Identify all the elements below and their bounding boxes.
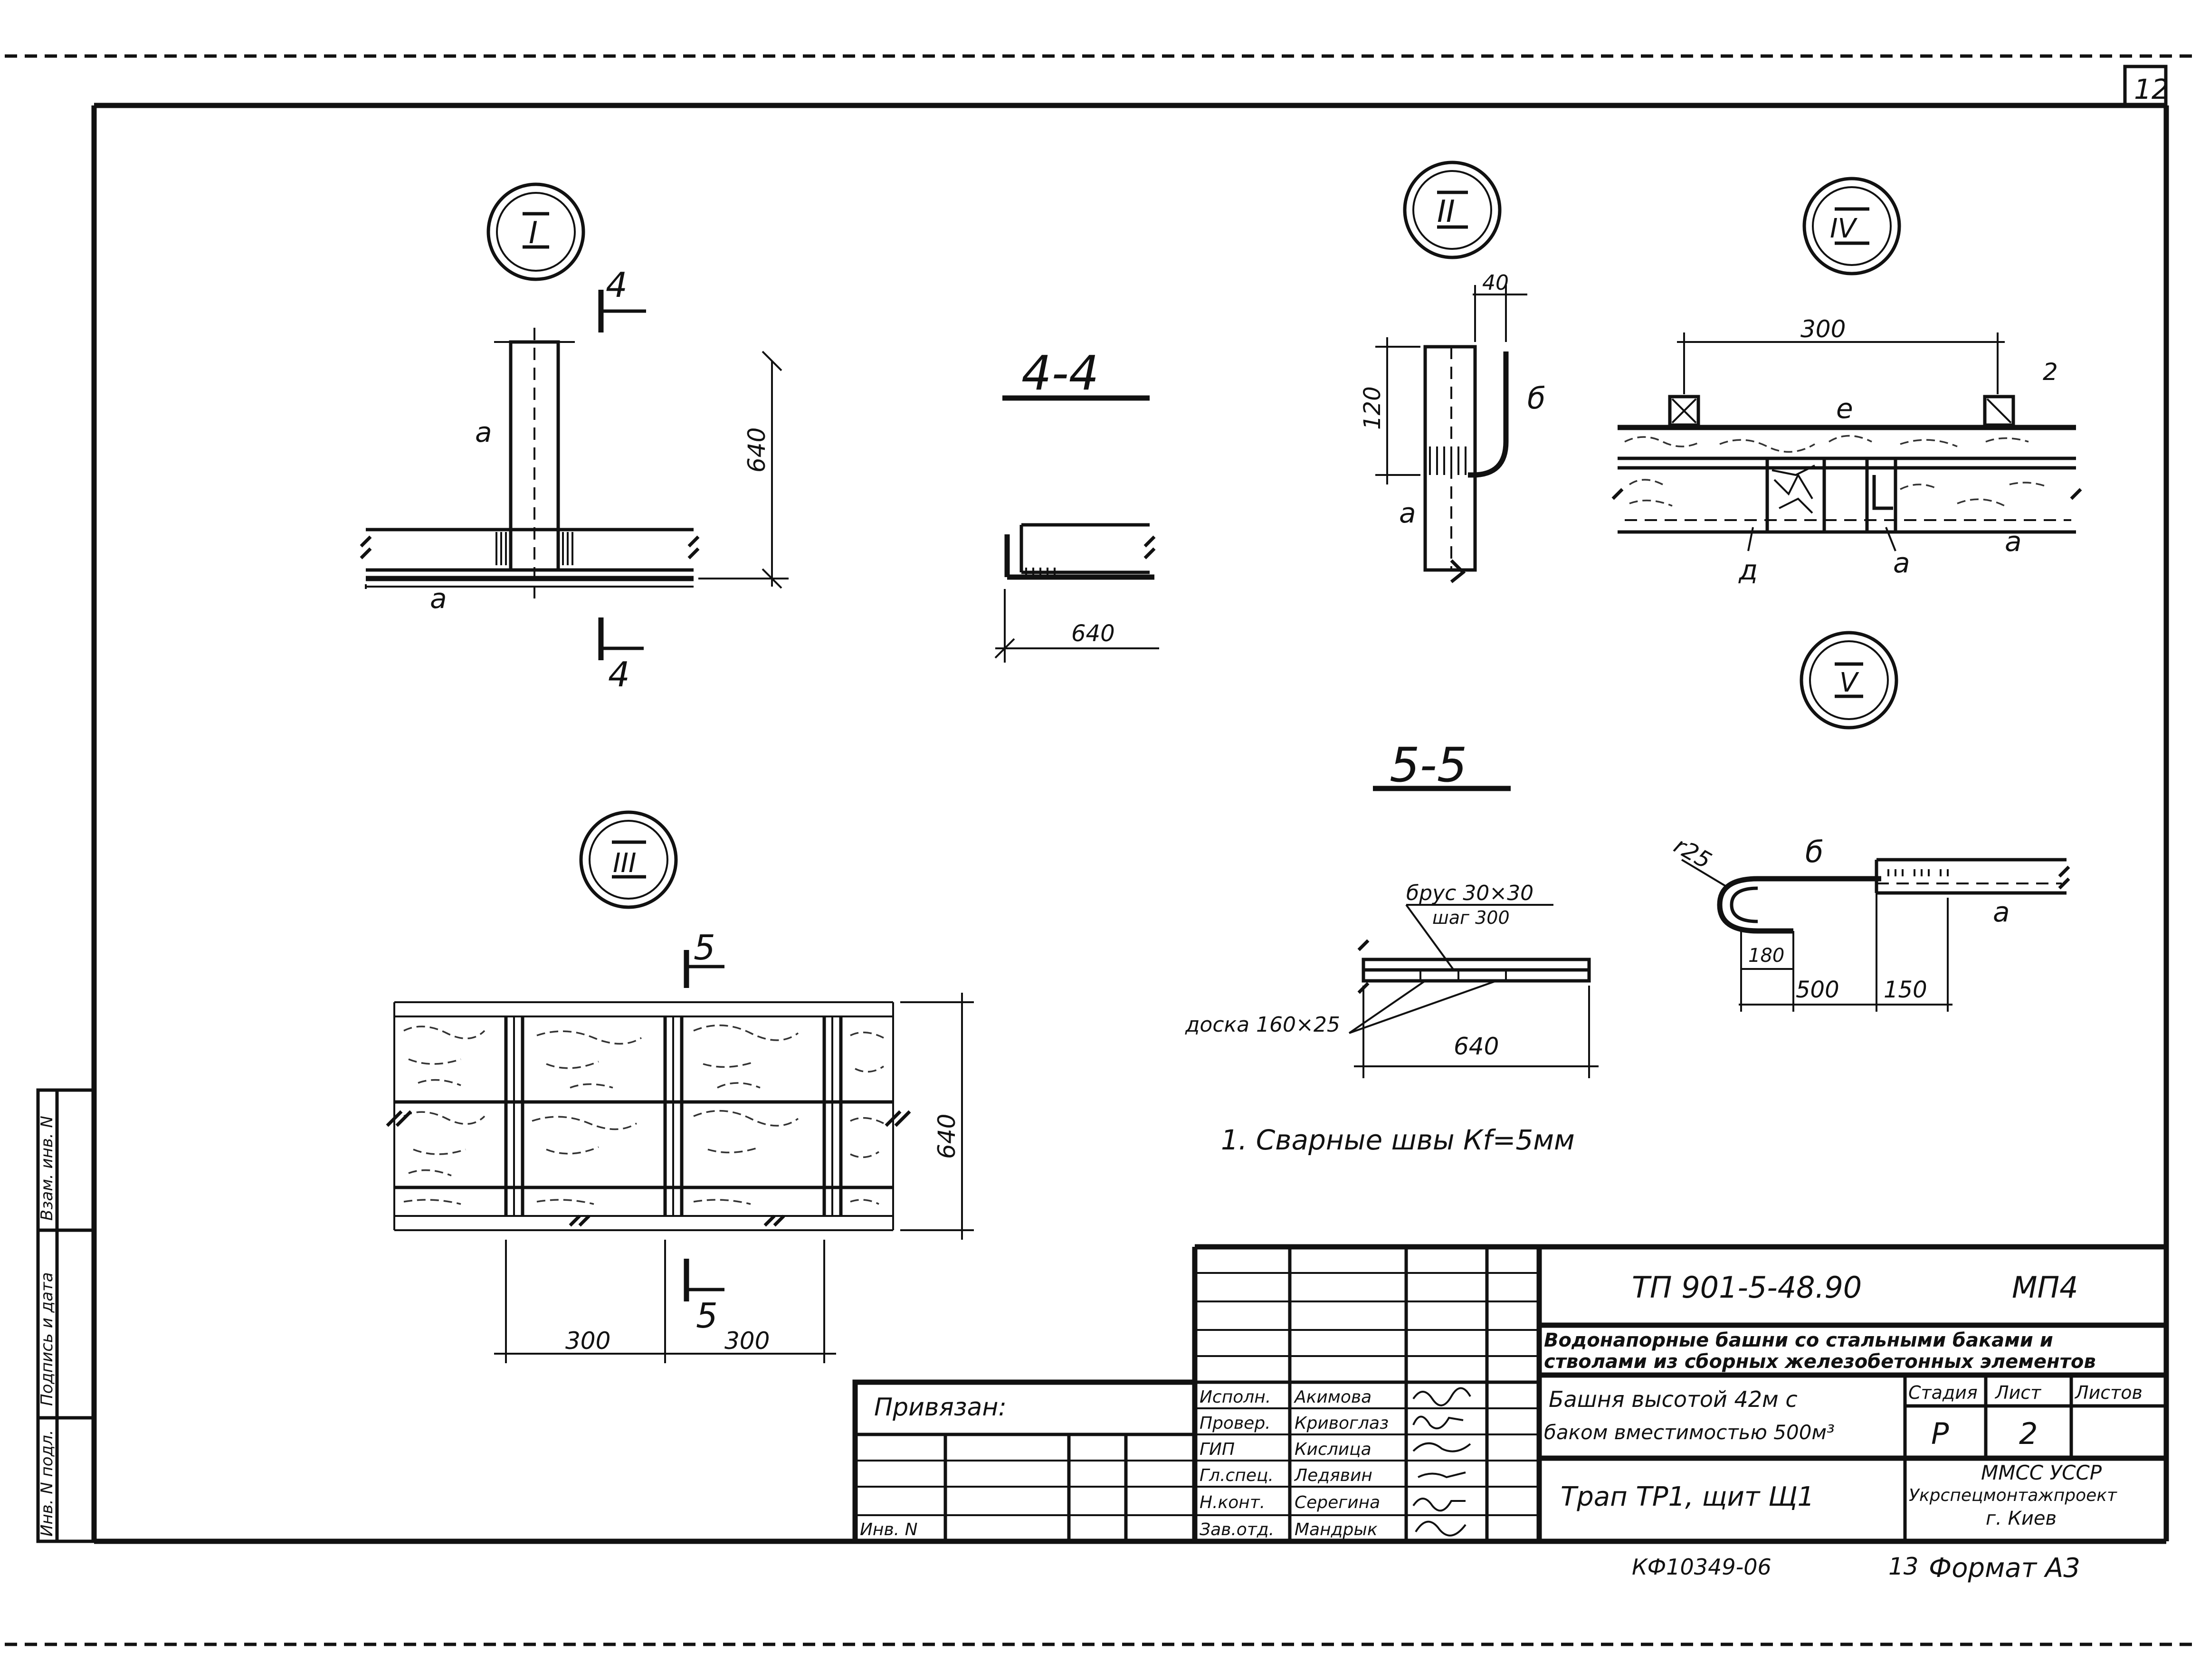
title-stage-header: Стадия xyxy=(1908,1382,1978,1403)
title-org-line2: Укрспецмонтажпроект xyxy=(1909,1486,2117,1505)
privyazan-label: Привязан: xyxy=(874,1393,1007,1422)
footer-code: КФ10349-06 xyxy=(1632,1554,1771,1580)
detail-I-width-label: а xyxy=(430,582,447,615)
detail-I xyxy=(360,182,789,660)
detail-III-label: III xyxy=(613,848,637,879)
title-project-line1: Водонапорные башни со стальными баками и xyxy=(1544,1329,2053,1351)
section-5-5-brus-step: шаг 300 xyxy=(1432,907,1510,928)
role-2: ГИП xyxy=(1200,1440,1235,1459)
section-4-4-dim: 640 xyxy=(1071,620,1115,647)
detail-III xyxy=(386,810,974,1363)
title-sheets-header: Листов xyxy=(2074,1382,2143,1403)
detail-IV-label: IV xyxy=(1830,213,1858,244)
name-2: Кислица xyxy=(1295,1440,1371,1459)
detail-III-dim-right: 300 xyxy=(724,1327,770,1355)
detail-V-dim-180: 180 xyxy=(1748,945,1784,967)
detail-II-dim-top: 40 xyxy=(1482,271,1509,295)
role-1: Провер. xyxy=(1200,1414,1271,1433)
detail-II-label: II xyxy=(1437,194,1455,229)
section-4-4-title: 4-4 xyxy=(1021,345,1099,401)
role-0: Исполн. xyxy=(1200,1387,1271,1407)
detail-V-radius: r25 xyxy=(1669,832,1716,874)
title-sheet-title: Трап ТР1, щит Щ1 xyxy=(1561,1481,1814,1512)
side-stamp xyxy=(36,1088,96,1543)
detail-I-section-top: 4 xyxy=(606,265,628,305)
title-object-line1: Башня высотой 42м с xyxy=(1549,1386,1798,1412)
section-5-5 xyxy=(1348,786,1599,1078)
detail-IV-dim-top: 300 xyxy=(1800,315,1846,343)
stamp-inv-podl: Инв. N подл. xyxy=(38,1430,57,1537)
section-5-5-brus: брус 30×30 xyxy=(1406,881,1533,905)
name-1: Кривоглаз xyxy=(1295,1414,1389,1433)
title-org-line3: г. Киев xyxy=(1986,1508,2057,1529)
role-5: Зав.отд. xyxy=(1200,1520,1274,1539)
detail-V-label-b: б xyxy=(1805,835,1823,869)
sheet-frame xyxy=(5,54,2195,1646)
title-project-line2: стволами из сборных железобетонных элеме… xyxy=(1544,1351,2096,1373)
detail-I-section-bottom: 4 xyxy=(608,655,630,694)
section-5-5-dim: 640 xyxy=(1454,1033,1499,1060)
detail-IV-label-d: д xyxy=(1738,554,1758,586)
footer-format: Формат А3 xyxy=(1929,1553,2080,1584)
detail-I-dim-height: 640 xyxy=(743,427,771,473)
title-sheet-header: Лист xyxy=(1994,1382,2042,1403)
title-block xyxy=(852,1244,2166,1544)
detail-V-label: V xyxy=(1839,667,1859,698)
sheet-number: 12 xyxy=(2134,73,2169,105)
detail-V xyxy=(1681,631,2070,1012)
detail-V-dim-150: 150 xyxy=(1884,977,1927,1003)
title-org-line1: ММСС УССР xyxy=(1981,1461,2102,1484)
detail-IV-label-e: е xyxy=(1836,392,1853,425)
title-object-line2: баком вместимостью 500м³ xyxy=(1544,1421,1835,1444)
detail-I-post-label: а xyxy=(475,416,492,448)
detail-V-label-a: а xyxy=(1993,896,2010,928)
detail-IV-label-2: 2 xyxy=(2043,358,2058,386)
role-4: Н.конт. xyxy=(1200,1493,1265,1512)
detail-III-dim-height: 640 xyxy=(933,1114,961,1159)
stamp-podpis: Подпись и дата xyxy=(38,1272,57,1406)
detail-IV-label-a2: а xyxy=(2005,525,2022,558)
title-code: ТП 901-5-48.90 xyxy=(1632,1270,1862,1305)
footer-number: 13 xyxy=(1888,1553,1919,1580)
weld-note: 1. Сварные швы Кf=5мм xyxy=(1221,1124,1575,1156)
detail-II-dim-side: 120 xyxy=(1359,386,1386,430)
name-0: Акимова xyxy=(1294,1387,1371,1407)
detail-III-dim-left: 300 xyxy=(565,1327,610,1355)
section-5-5-doska: доска 160×25 xyxy=(1185,1013,1340,1037)
detail-V-dim-500: 500 xyxy=(1796,977,1839,1003)
detail-II-label-b: б xyxy=(1527,381,1545,416)
detail-II xyxy=(1375,161,1527,583)
name-3: Ледявин xyxy=(1294,1466,1372,1485)
title-stage: Р xyxy=(1931,1416,1949,1451)
detail-III-section-bottom: 5 xyxy=(696,1296,718,1336)
section-4-4 xyxy=(994,395,1159,663)
title-album: МП4 xyxy=(2012,1270,2078,1305)
inv-no-label: Инв. N xyxy=(860,1520,918,1539)
stamp-vzam: Взам. инв. N xyxy=(38,1116,57,1221)
name-4: Серегина xyxy=(1295,1493,1380,1512)
detail-IV xyxy=(1611,177,2082,551)
section-5-5-title: 5-5 xyxy=(1390,737,1467,793)
signatures xyxy=(1412,1387,1471,1537)
detail-II-label-a: а xyxy=(1399,497,1416,529)
role-3: Гл.спец. xyxy=(1200,1466,1274,1485)
name-5: Мандрык xyxy=(1295,1520,1378,1539)
title-sheet: 2 xyxy=(2019,1416,2038,1451)
detail-IV-label-a1: а xyxy=(1893,547,1910,579)
detail-I-label: I xyxy=(529,216,538,251)
detail-III-section-top: 5 xyxy=(694,928,715,968)
